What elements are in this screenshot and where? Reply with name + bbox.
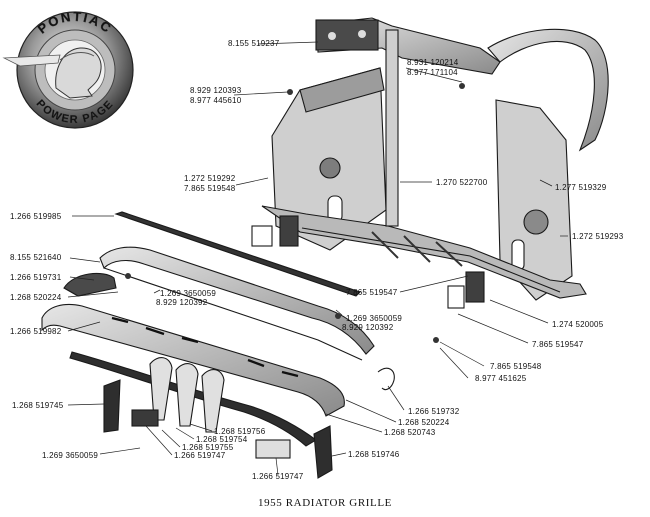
callout-label: 7.865 519547 [346,288,398,297]
bolt-lower [433,337,439,343]
center-brace [385,29,399,227]
lower-crossmember [261,205,587,299]
grille-parts [41,83,465,479]
callout-label: 1.268 520224 [398,418,450,427]
callout-label: 1.266 519747 [252,472,304,481]
radiator-support-assembly [251,17,609,309]
callout-labels: 8.155 519237 8.931 120214 8.977 171104 8… [10,39,624,481]
leader-lines [67,41,568,476]
upper-molding-strip [114,211,362,297]
callout-label: 1.272 519293 [572,232,624,241]
filler-block [255,439,291,459]
callout-label: 8.929 120392 [342,323,394,332]
pontiac-power-page-logo: PONTIAC POWER PAGE [2,9,134,129]
callout-label: 1.266 519732 [408,407,460,416]
callout-label: 1.268 519745 [12,401,64,410]
rubber-pad-left [251,225,273,247]
callout-label: 1.269 3650059 [160,289,216,298]
grille-tooth-2 [175,363,199,427]
right-end-cap [313,425,333,479]
callout-label: 8.977 445610 [190,96,242,105]
grille-tooth-3 [201,369,225,433]
callout-label: 8.977 451625 [475,374,527,383]
callout-label: 1.268 519746 [348,450,400,459]
callout-label: 8.931 120214 [407,58,459,67]
bolt-upper [287,89,293,95]
callout-label: 8.155 521640 [10,253,62,262]
callout-label: 1.266 519731 [10,273,62,282]
callout-label: 8.929 120392 [156,298,208,307]
callout-label: 1.266 519982 [10,327,62,336]
callout-label: 8.977 171104 [407,68,458,77]
callout-label: 1.268 520224 [10,293,62,302]
radiator-baffle-ring [487,28,609,152]
callout-label: 1.269 3650059 [346,314,402,323]
hood-latch-plate [315,19,379,51]
callout-label: 1.269 3650059 [42,451,98,460]
diagram-caption: 1955 RADIATOR GRILLE [257,497,392,509]
lower-grille-bar [41,303,345,417]
callout-label: 1.270 522700 [436,178,488,187]
mount-block [131,409,159,427]
callout-label: 1.268 520743 [384,428,436,437]
grille-clip [377,367,395,391]
grille-emblem [63,272,117,297]
callout-label: 1.277 519329 [555,183,607,192]
callout-label: 7.865 519548 [490,362,542,371]
callout-label: 7.865 519547 [532,340,584,349]
rubber-pad-right [447,285,465,309]
callout-label: 1.266 519747 [174,451,226,460]
left-end-cap [103,379,121,433]
callout-label: 1.268 519754 [196,435,248,444]
callout-label: 1.274 520005 [552,320,604,329]
callout-label: 7.865 519548 [184,184,236,193]
callout-label: 1.268 519756 [214,427,266,436]
bolt-right [459,83,465,89]
callout-label: 1.268 519755 [182,443,234,452]
callout-label: 1.272 519292 [184,174,236,183]
callout-label: 8.155 519237 [228,39,280,48]
support-bracket-left [279,215,299,247]
callout-label: 8.929 120393 [190,86,242,95]
upper-grille-bar [99,246,375,355]
grille-tooth-1 [149,357,173,421]
support-bracket-right [465,271,485,303]
callout-label: 1.266 519985 [10,212,62,221]
